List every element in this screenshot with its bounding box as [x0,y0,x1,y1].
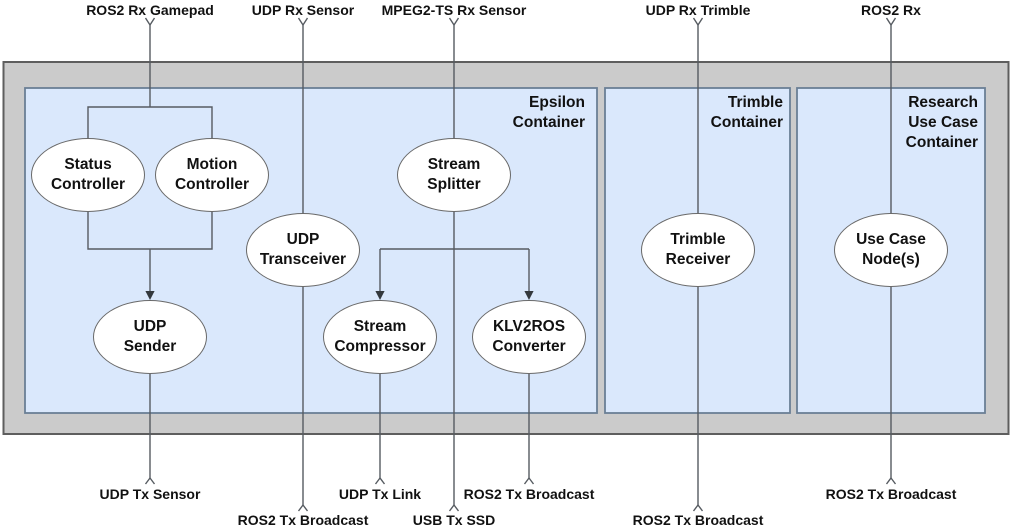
open-arrow-icon [144,17,156,27]
research-container-title: Research Use Case Container [905,94,978,151]
open-arrow-icon [297,503,309,512]
port-label-usb-tx-ssd: USB Tx SSD [412,512,496,528]
node-udp-transceiver: UDP Transceiver [246,213,360,287]
trimble-container-title: Trimble Container [710,94,783,131]
port-label-mpeg2ts-rx-sensor: MPEG2-TS Rx Sensor [381,2,527,18]
node-udp-sender: UDP Sender [93,300,207,374]
arrowhead-icon [375,291,385,300]
open-arrow-icon [297,17,309,27]
port-label-ros2-tx-broadcast-klv: ROS2 Tx Broadcast [463,486,595,502]
node-klv2ros-converter: KLV2ROS Converter [472,300,586,374]
arrowhead-icon [145,291,155,300]
node-stream-splitter: Stream Splitter [397,138,511,212]
open-arrow-icon [885,17,897,27]
edge-split-controllers [87,106,213,139]
open-arrow-icon [692,503,704,512]
open-arrow-icon [885,476,897,485]
port-label-udp-rx-trimble: UDP Rx Trimble [645,2,751,18]
node-use-case-nodes: Use Case Node(s) [834,213,948,287]
open-arrow-icon [692,17,704,27]
port-label-ros2-tx-broadcast-research: ROS2 Tx Broadcast [825,486,957,502]
port-label-ros2-rx-gamepad: ROS2 Rx Gamepad [86,2,214,18]
open-arrow-icon [448,17,460,27]
port-label-ros2-tx-broadcast-transceiver: ROS2 Tx Broadcast [237,512,369,528]
open-arrow-icon [448,503,460,512]
node-motion-controller: Motion Controller [155,138,269,212]
port-label-udp-rx-sensor: UDP Rx Sensor [251,2,355,18]
port-label-ros2-rx: ROS2 Rx [861,2,921,18]
node-trimble-receiver: Trimble Receiver [641,213,755,287]
node-stream-compressor: Stream Compressor [323,300,437,374]
arrowhead-icon [524,291,534,300]
open-arrow-icon [374,476,386,485]
port-label-udp-tx-link: UDP Tx Link [338,486,422,502]
open-arrow-icon [144,476,156,485]
port-label-ros2-tx-broadcast-trimble: ROS2 Tx Broadcast [632,512,764,528]
node-status-controller: Status Controller [31,138,145,212]
port-label-udp-tx-sensor: UDP Tx Sensor [99,486,201,502]
epsilon-container-title: Epsilon Container [512,94,585,131]
open-arrow-icon [523,476,535,485]
